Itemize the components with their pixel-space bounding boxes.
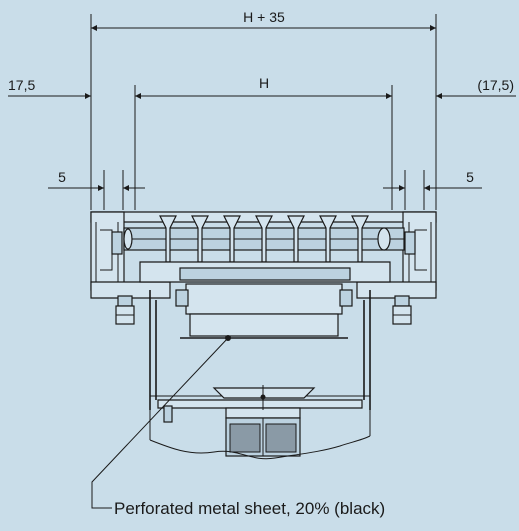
dimension-overall-width: H + 35 [90,9,437,210]
callout-leader [91,335,231,509]
dimension-label-left-offset: 17,5 [8,77,35,93]
dimension-label-right-offset: (17,5) [477,77,514,93]
dimension-inner-width: H [134,75,393,210]
dimension-left-gap: 5 [48,169,145,210]
conveyor-cross-section [90,211,437,460]
dimension-label-right-gap: 5 [466,169,474,185]
dimension-left-offset: 17,5 [8,77,91,99]
dimension-label-left-gap: 5 [58,169,66,185]
dimension-right-gap: 5 [383,169,482,210]
callout-label: Perforated metal sheet, 20% (black) [114,499,385,518]
dimension-label-overall: H + 35 [243,9,285,25]
dimension-label-inner: H [259,75,269,91]
dimension-right-offset: (17,5) [436,77,516,99]
